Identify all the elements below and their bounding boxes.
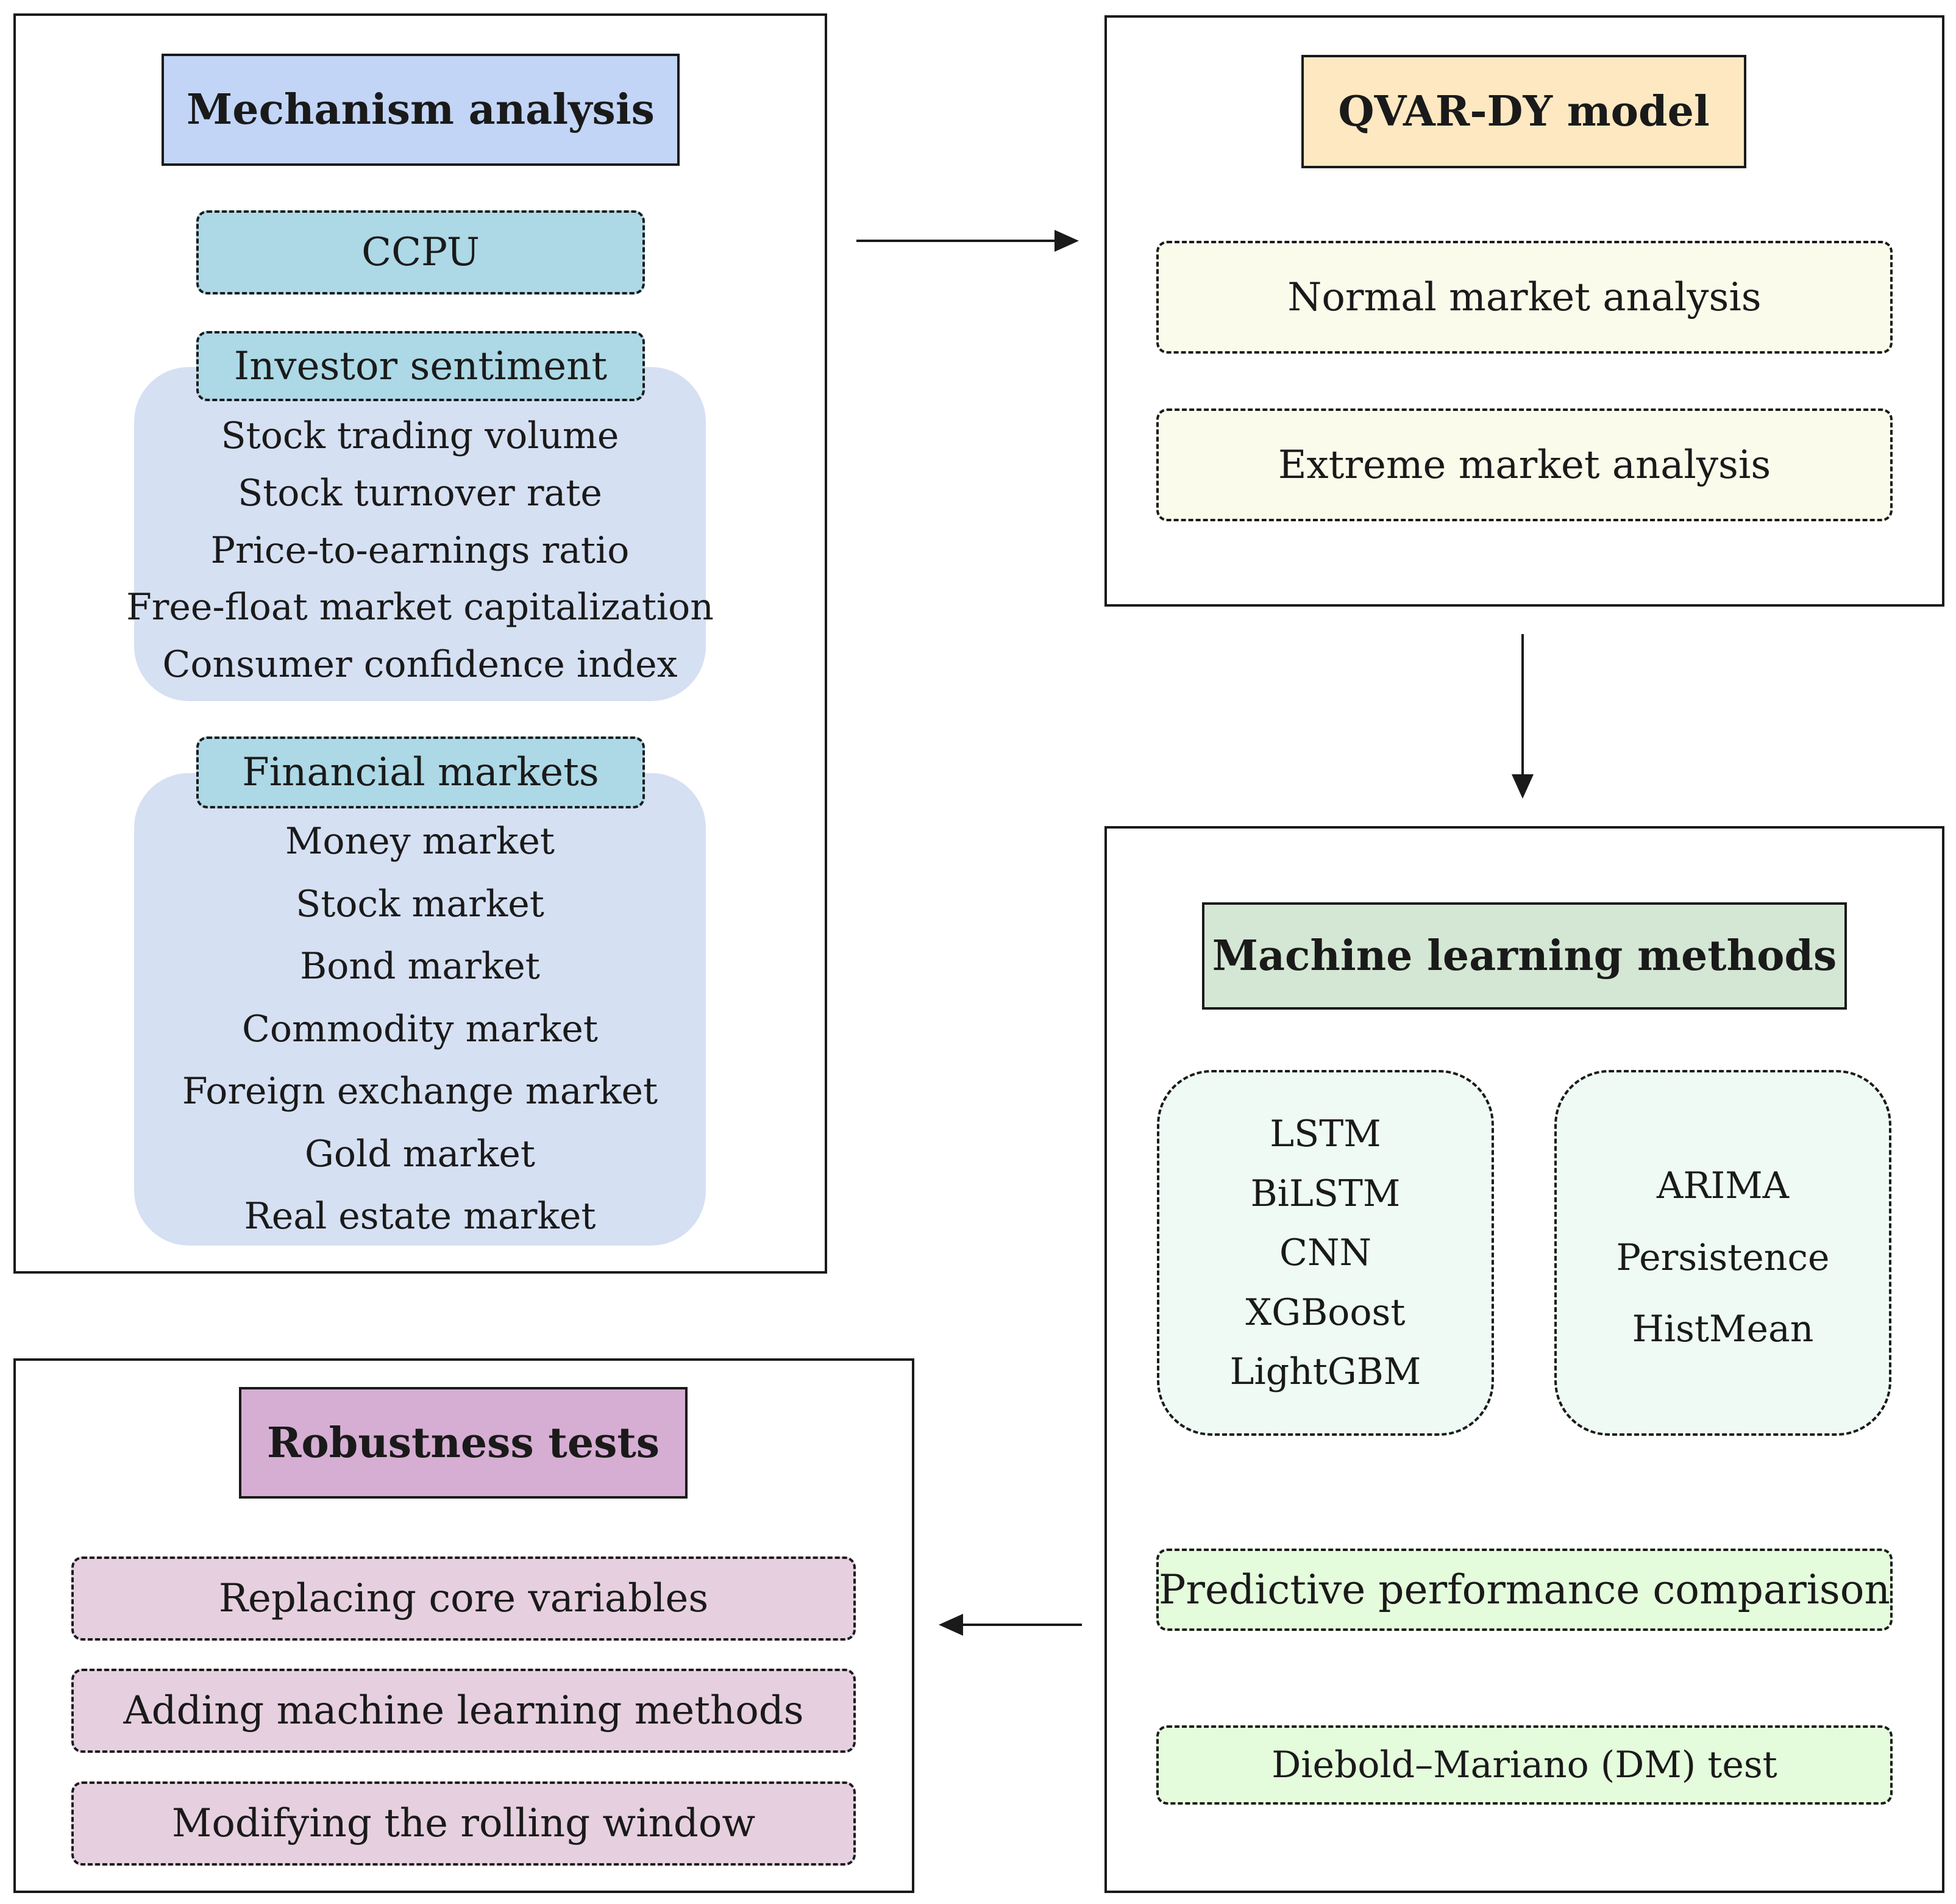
list-item: BiLSTM: [1250, 1172, 1401, 1215]
predictive-performance-comparison-box: Predictive performance comparison: [1156, 1549, 1893, 1631]
adding-ml-methods-box: Adding machine learning methods: [71, 1669, 856, 1753]
deep-learning-models-list: LSTM BiLSTM CNN XGBoost LightGBM: [1157, 1113, 1494, 1393]
list-item: Price-to-earnings ratio: [210, 529, 630, 572]
list-item: Gold market: [304, 1132, 536, 1175]
extreme-market-analysis-box: Extreme market analysis: [1156, 408, 1893, 521]
robustness-tests-title: Robustness tests: [239, 1387, 688, 1499]
investor-sentiment-label: Investor sentiment: [196, 331, 645, 401]
list-item: Money market: [285, 820, 555, 863]
arrowhead-right: [1054, 230, 1079, 252]
machine-learning-title: Machine learning methods: [1202, 902, 1847, 1010]
investor-sentiment-group: [134, 367, 706, 701]
financial-markets-label: Financial markets: [196, 736, 645, 808]
deep-learning-models-group: [1157, 1070, 1494, 1436]
benchmark-models-list: ARIMA Persistence HistMean: [1554, 1164, 1891, 1350]
list-item: Stock trading volume: [221, 415, 619, 457]
list-item: Free-float market capitalization: [126, 586, 714, 629]
list-item: Foreign exchange market: [182, 1070, 658, 1113]
list-item: Consumer confidence index: [162, 643, 678, 686]
list-item: Stock turnover rate: [238, 471, 602, 515]
list-item: ARIMA: [1657, 1164, 1789, 1207]
arrowhead-down: [1512, 774, 1534, 799]
normal-market-analysis-box: Normal market analysis: [1156, 241, 1893, 354]
replacing-core-variables-box: Replacing core variables: [71, 1556, 856, 1641]
mechanism-analysis-title: Mechanism analysis: [162, 54, 680, 166]
ccpu-box: CCPU: [196, 210, 645, 294]
financial-markets-list: Money market Stock market Bond market Co…: [134, 820, 706, 1238]
qvar-dy-title: QVAR-DY model: [1301, 55, 1746, 168]
list-item: Persistence: [1616, 1236, 1830, 1279]
list-item: LightGBM: [1229, 1350, 1421, 1393]
list-item: LSTM: [1270, 1113, 1381, 1155]
benchmark-models-group: [1554, 1070, 1891, 1436]
list-item: Commodity market: [242, 1007, 598, 1050]
list-item: CNN: [1279, 1232, 1371, 1274]
list-item: HistMean: [1632, 1308, 1814, 1350]
financial-markets-group: [134, 773, 706, 1246]
arrowhead-left: [939, 1614, 963, 1636]
list-item: Real estate market: [244, 1195, 596, 1238]
list-item: Stock market: [296, 882, 544, 925]
investor-sentiment-list: Stock trading volume Stock turnover rate…: [126, 415, 714, 686]
list-item: Bond market: [300, 945, 540, 988]
dm-test-box: Diebold–Mariano (DM) test: [1156, 1725, 1893, 1805]
list-item: XGBoost: [1245, 1291, 1406, 1334]
modifying-rolling-window-box: Modifying the rolling window: [71, 1781, 856, 1866]
